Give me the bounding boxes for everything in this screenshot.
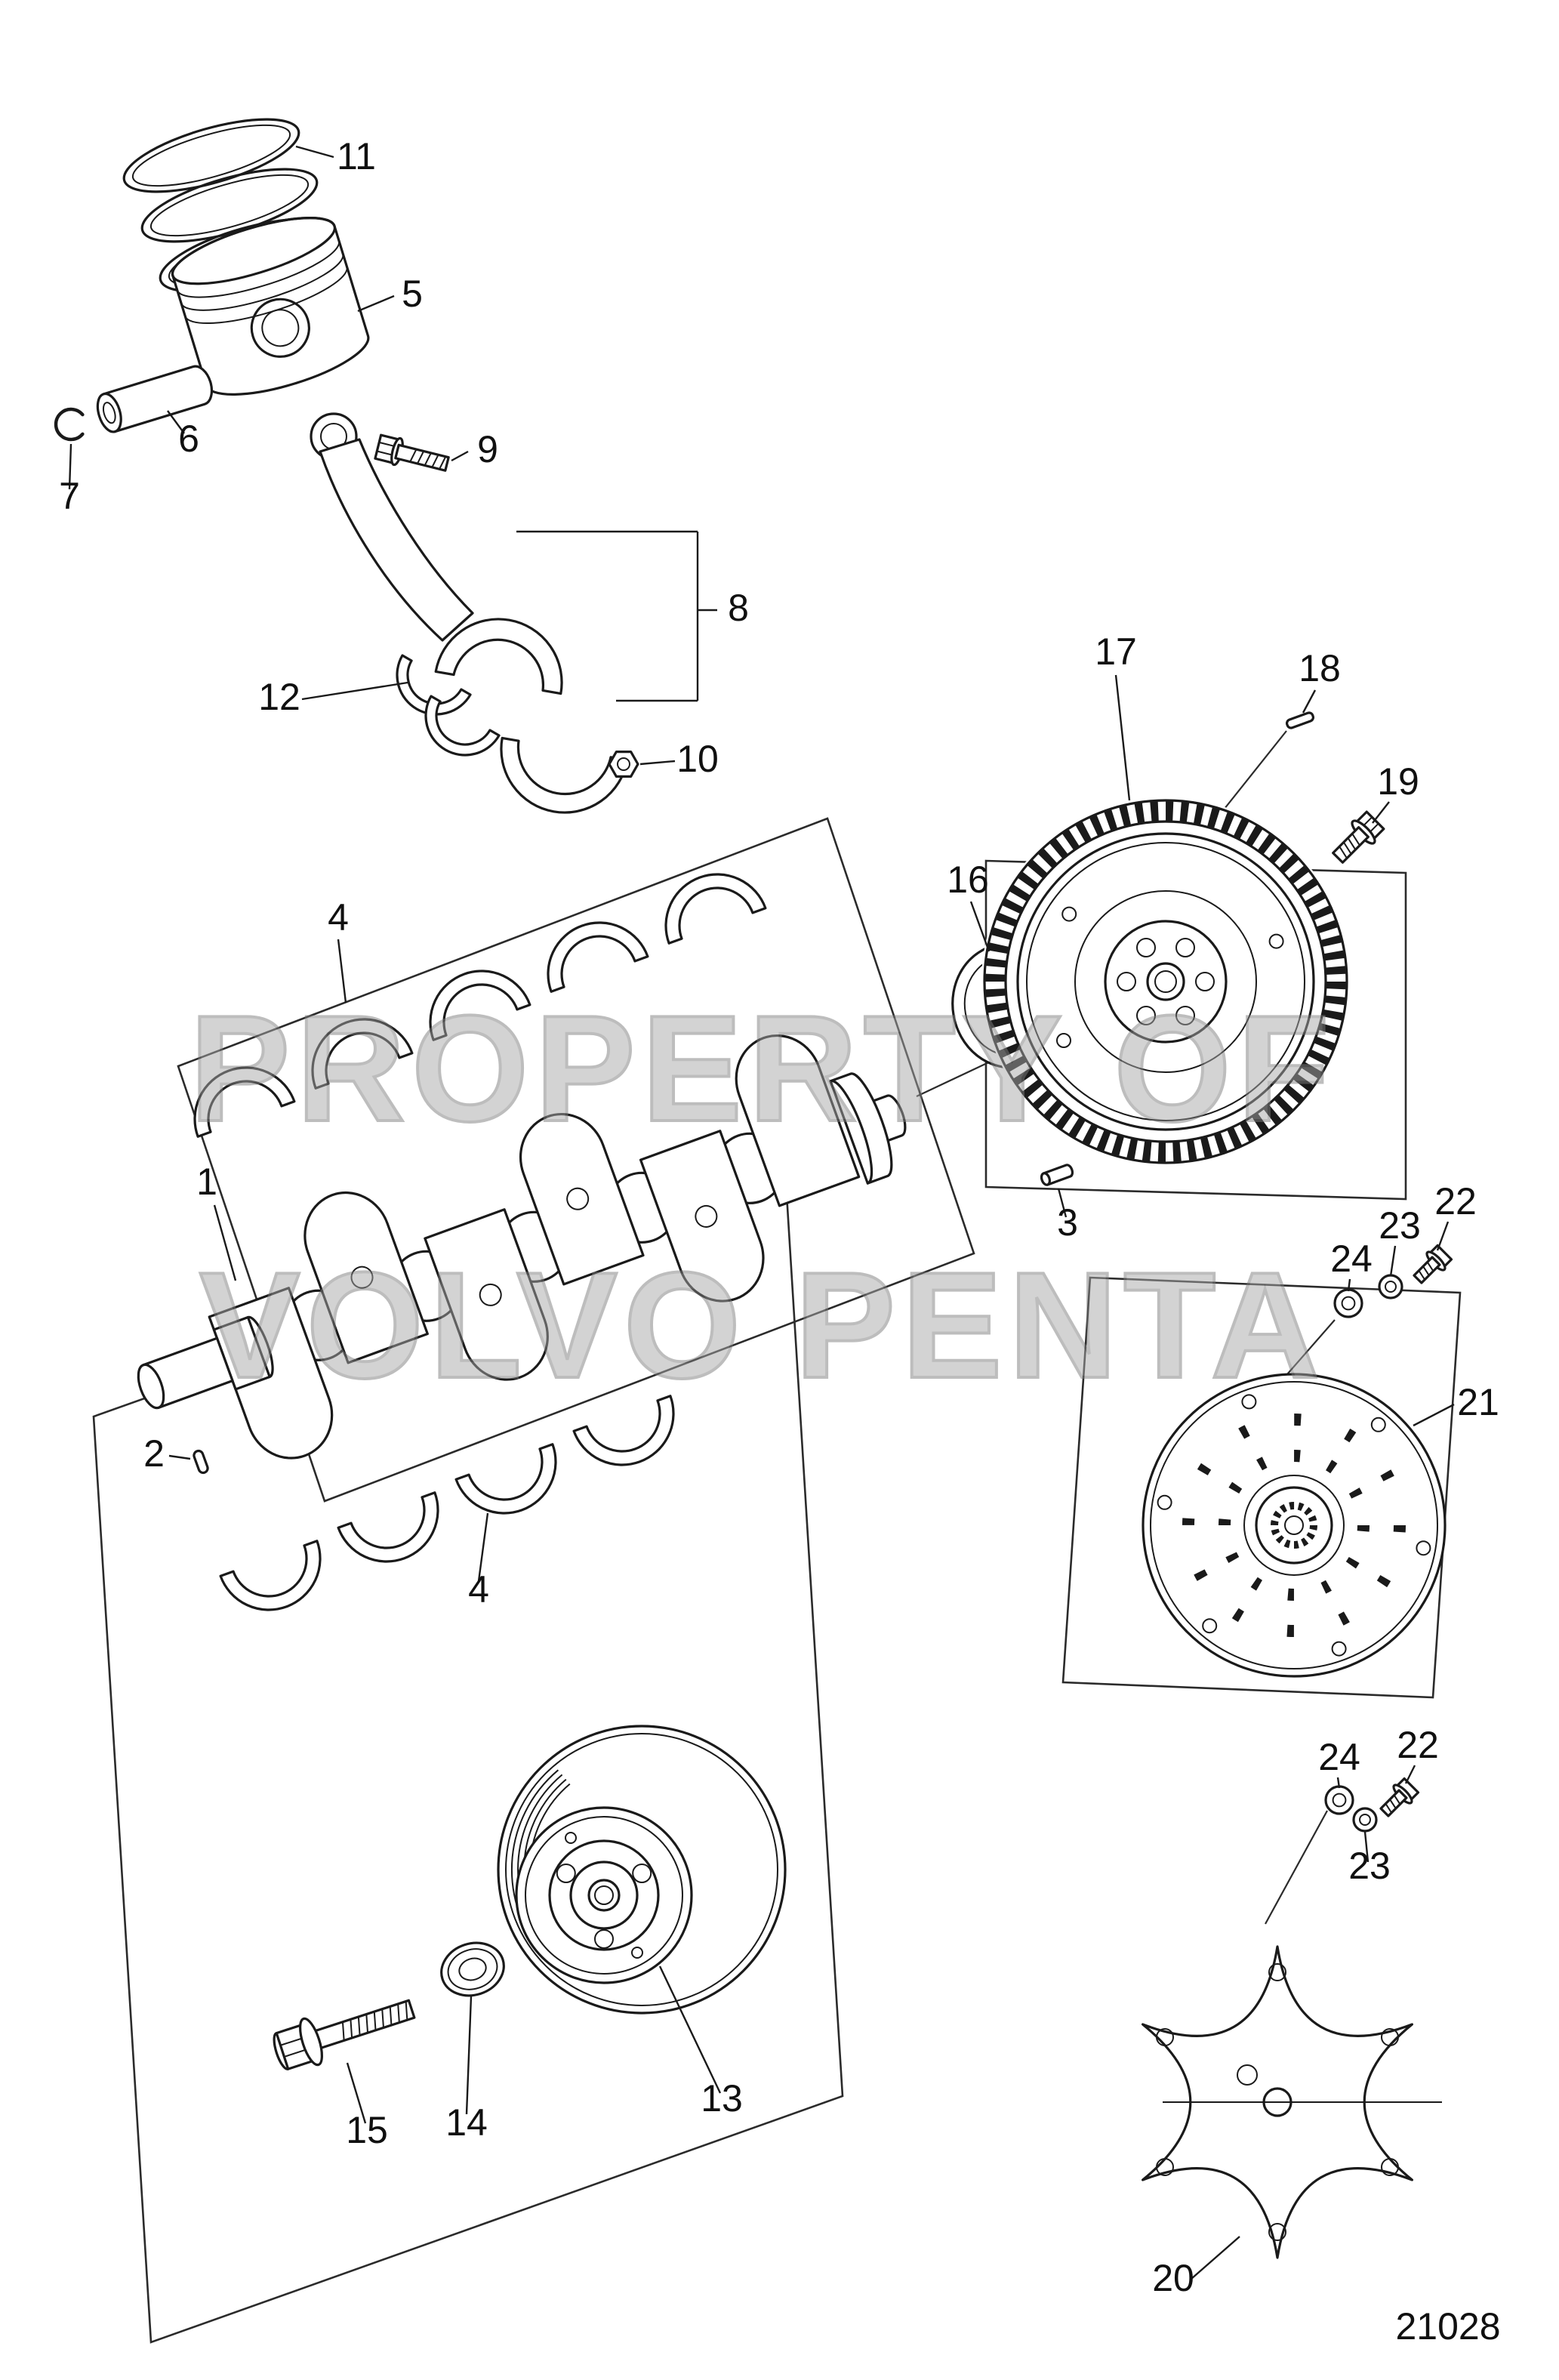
callout-3: 3 [1057,1201,1078,1244]
bolt-22-lower [1379,1777,1420,1817]
main-bearings-upper [193,873,767,1138]
bolt-22-upper [1413,1244,1453,1284]
rod-bearing-shell-1 [396,654,472,716]
callout-5: 5 [402,273,423,315]
callout-22-upper: 22 [1434,1180,1477,1222]
piston-pin [96,365,214,433]
callout-17: 17 [1095,630,1137,673]
callout-12: 12 [258,676,300,718]
panel-driveplate [1061,1276,1462,1699]
callout-1: 1 [196,1161,217,1203]
callout-18: 18 [1299,647,1341,689]
star-plate [1142,1945,1442,2259]
callout-4-lower: 4 [468,1568,489,1611]
watermark: PROPERTY OF VOLVO PENTA [188,983,1336,1411]
crank-pulley [497,1725,787,2015]
washer-23-upper [1378,1274,1403,1299]
callout-4-upper: 4 [328,896,349,939]
callout-23-upper: 23 [1379,1204,1421,1247]
pulley-washer [440,1941,505,1997]
callout-labels: 11 5 6 7 9 8 12 10 1 4 4 2 16 3 17 18 19… [59,135,1499,2299]
callout-leaders [68,145,1455,2280]
callout-11: 11 [337,135,376,177]
callout-8: 8 [728,587,749,629]
callout-13: 13 [701,2077,743,2119]
main-bearings-lower [219,1395,675,1611]
callout-24-upper: 24 [1330,1238,1373,1280]
callout-2: 2 [143,1432,165,1475]
callout-21: 21 [1457,1381,1499,1423]
callout-23-lower: 23 [1348,1845,1391,1887]
washer-23-lower [1352,1807,1378,1833]
crankshaft [137,1034,907,1460]
washer-24-lower [1324,1785,1354,1815]
dowel-pin [1285,711,1315,729]
pulley-bolt [273,1999,416,2070]
starplate-fasteners [1324,1777,1420,1833]
callout-15: 15 [346,2109,388,2151]
watermark-line2: VOLVO PENTA [199,1241,1326,1410]
piston [171,217,370,396]
flywheel-bolt [1332,810,1385,864]
rod-big-end [434,618,563,695]
pilot-bushing [1040,1164,1074,1186]
callout-20: 20 [1152,2257,1194,2299]
watermark-line1: PROPERTY OF [189,985,1336,1153]
callout-22-lower: 22 [1397,1724,1439,1766]
callout-14: 14 [445,2101,488,2144]
rod-bearing-shell-2 [424,695,501,757]
rod-nut [608,751,639,778]
callout-10: 10 [676,738,719,780]
connecting-rod [310,412,639,814]
washer-24-upper [1333,1288,1363,1318]
crankshaft-key [193,1449,209,1475]
driveplate-fasteners [1333,1244,1453,1318]
flywheel [981,797,1350,1166]
callout-24-lower: 24 [1318,1736,1360,1778]
callout-16: 16 [947,859,989,901]
callout-19: 19 [1377,760,1419,803]
callout-7: 7 [59,475,80,517]
rod-cap [500,736,629,814]
axis-bolts-to-starplate [1265,1810,1328,1925]
circlip [54,407,85,442]
rod-bolt [374,433,450,472]
callout-9: 9 [477,428,498,470]
axis-bolts-to-driveplate [1281,1319,1336,1381]
callout-6: 6 [178,418,199,460]
drawing-number: 21028 [1395,2305,1500,2348]
drive-plate [1142,1373,1447,1678]
